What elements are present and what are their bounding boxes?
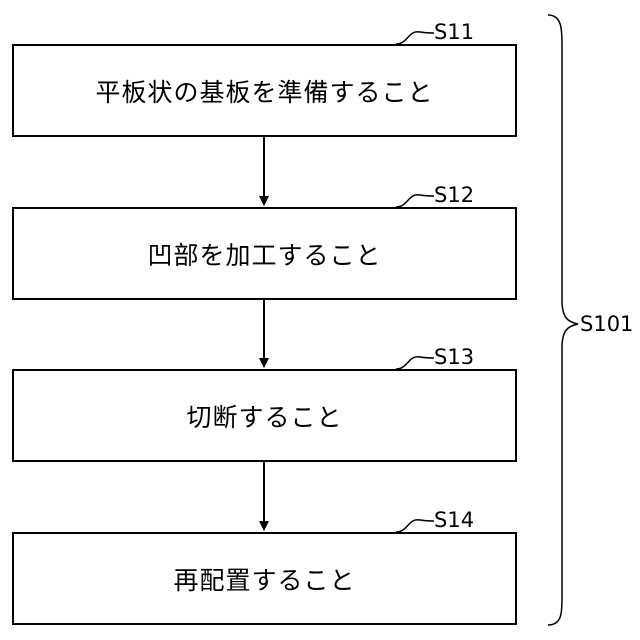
step-label-s12: S12 [434,183,474,207]
step-label-s14: S14 [434,508,474,532]
leader-s13 [396,357,434,369]
group-label-s101: S101 [580,312,633,336]
step-label-s13: S13 [434,345,474,369]
leader-s12 [396,195,434,207]
leader-s14 [396,520,434,532]
step-label-s11: S11 [434,20,474,44]
group-brace [548,15,578,625]
leader-s11 [396,32,434,44]
